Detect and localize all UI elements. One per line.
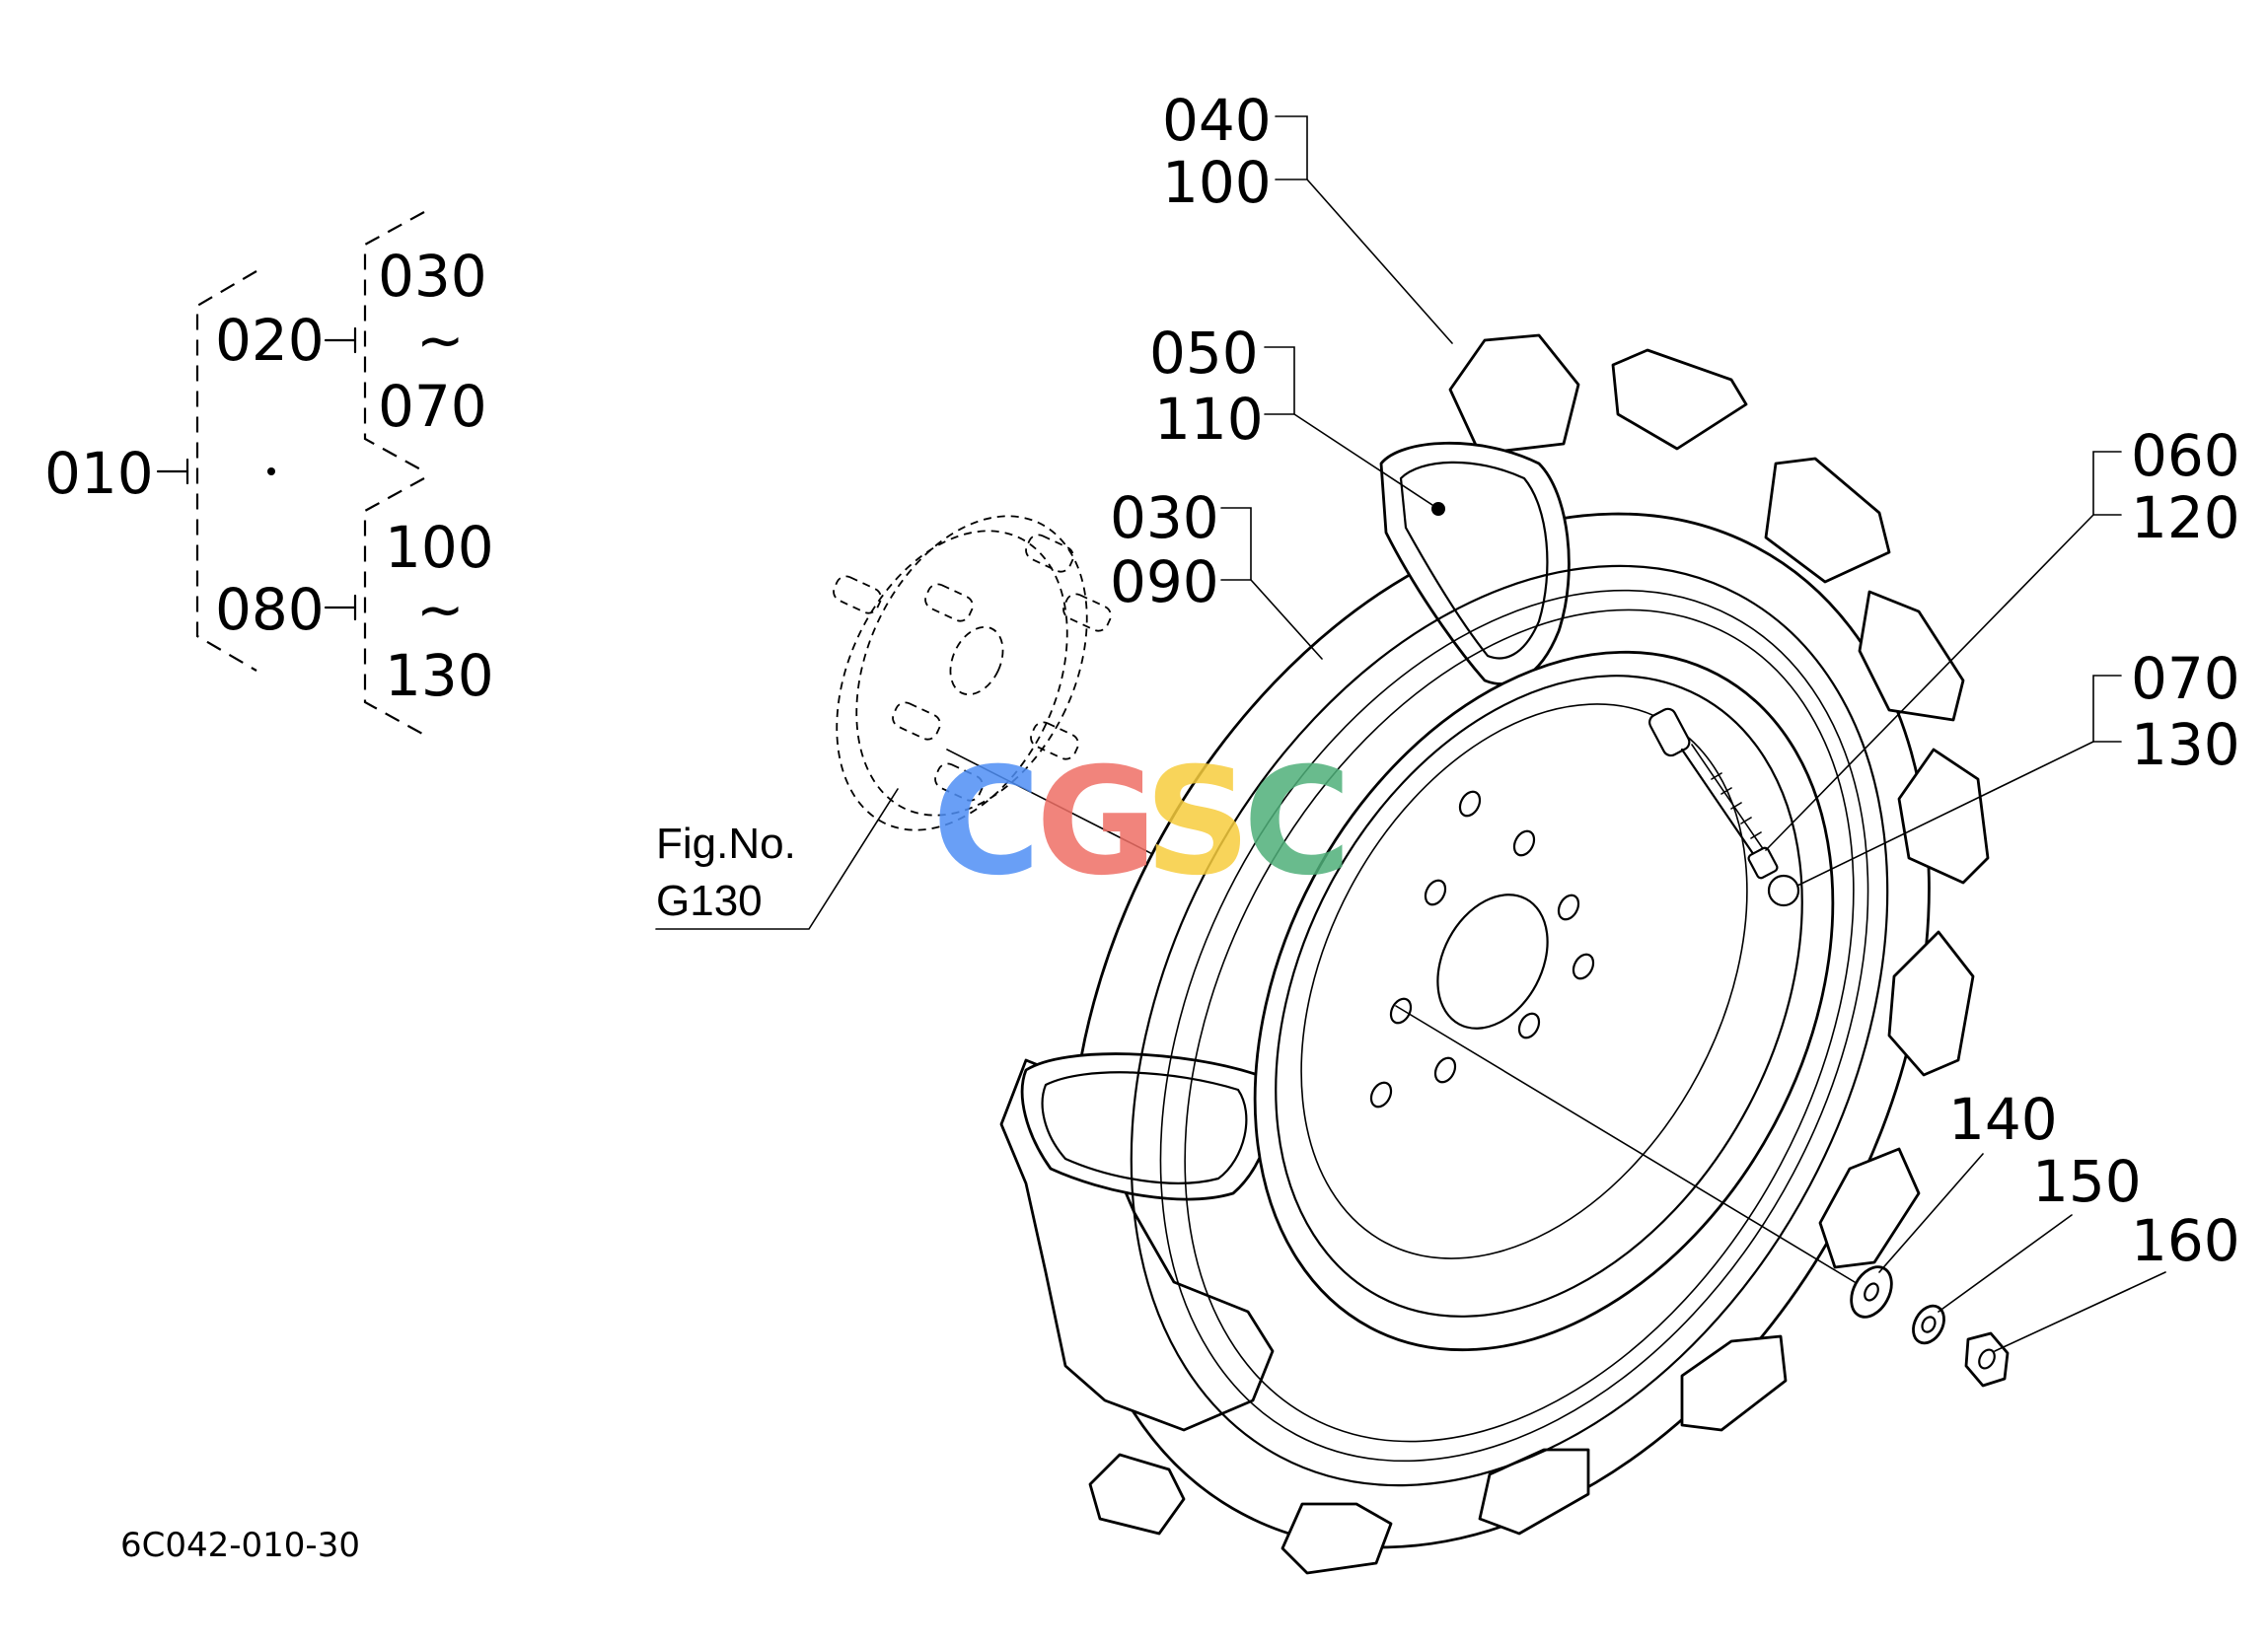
wheel-assembly — [999, 333, 2010, 1575]
tree-upper-range-symbol: ~ — [416, 307, 465, 374]
watermark-letter-c2: C — [1243, 737, 1352, 908]
watermark-logo: C G S C — [932, 737, 1352, 908]
tree-lower-from-label: 100 — [385, 514, 494, 581]
callout-100: 100 — [1162, 149, 1272, 216]
figure-ref-line2: G130 — [656, 877, 763, 925]
watermark-letter-c1: C — [932, 737, 1041, 908]
callout-050: 050 — [1149, 320, 1259, 387]
callout-150: 150 — [2032, 1148, 2142, 1215]
callout-120: 120 — [2131, 484, 2240, 551]
tree-branch-lower-label: 080 — [215, 576, 325, 643]
tree-upper-to-label: 070 — [378, 373, 487, 440]
callout-030: 030 — [1110, 484, 1219, 551]
hub-flange — [655, 515, 1219, 930]
watermark-letter-s: S — [1144, 737, 1251, 908]
callout-160: 160 — [2131, 1207, 2240, 1274]
watermark-letter-g: G — [1036, 737, 1157, 908]
drawing-code: 6C042-010-30 — [120, 1526, 360, 1565]
callout-130: 130 — [2131, 711, 2240, 778]
callout-040: 040 — [1162, 87, 1272, 154]
fasteners — [1395, 1005, 2010, 1388]
tree-root-label: 010 — [44, 440, 154, 507]
figure-ref-line1: Fig.No. — [656, 820, 796, 868]
wheel-rim — [1253, 650, 1835, 1352]
callouts: 040 100 050 110 030 090 060 120 070 130 … — [1110, 87, 2240, 1352]
assembly-tree: 010 020 030 ~ 070 080 100 ~ 130 — [44, 211, 494, 736]
tree-lower-to-label: 130 — [385, 642, 494, 709]
tree-lower-range-symbol: ~ — [416, 576, 465, 643]
tree-branch-upper-label: 020 — [215, 307, 325, 374]
callout-060: 060 — [2131, 422, 2240, 489]
callout-090: 090 — [1110, 548, 1219, 615]
callout-070: 070 — [2131, 645, 2240, 712]
callout-140: 140 — [1948, 1086, 2058, 1153]
tree-upper-from-label: 030 — [378, 243, 487, 310]
callout-110: 110 — [1154, 386, 1264, 453]
